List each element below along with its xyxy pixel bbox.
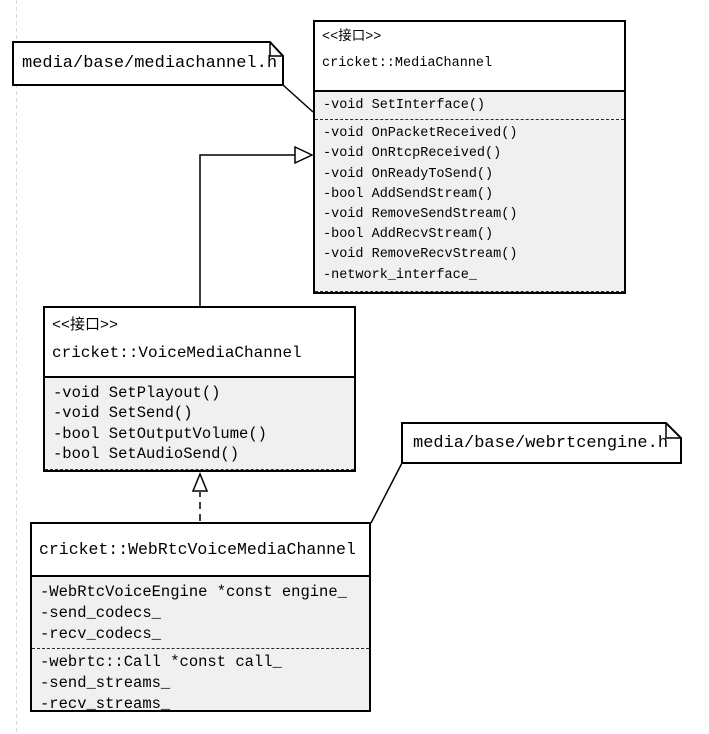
member-row: -void OnPacketReceived() — [323, 126, 518, 142]
note-label-webrtcengine-h: media/base/webrtcengine.h — [413, 433, 669, 453]
members-section: -WebRtcVoiceEngine *const engine_ -send_c… — [32, 577, 369, 648]
stereotype-label: <<接口>> — [52, 317, 119, 334]
class-header: <<接口>> cricket::MediaChannel — [315, 22, 624, 90]
note-fold-icon — [269, 42, 283, 57]
member-row: -webrtc::Call *const call_ — [40, 653, 282, 672]
generalization-arrowhead-icon — [294, 145, 314, 165]
member-row: -void RemoveRecvStream() — [323, 247, 518, 263]
note-shape-mediachannel[interactable] — [12, 41, 284, 86]
member-row: -void SetSend() — [53, 404, 193, 423]
class-name-label: cricket::MediaChannel — [322, 56, 493, 71]
note-label-mediachannel-h: media/base/mediachannel.h — [22, 54, 278, 73]
class-members: -void SetPlayout()-void SetSend()-bool S… — [45, 376, 354, 470]
member-row: -recv_streams_ — [40, 694, 171, 713]
member-row: -void OnReadyToSend() — [323, 166, 494, 182]
member-row: -send_codecs_ — [40, 603, 161, 622]
realization-arrowhead-icon — [191, 472, 209, 492]
members-section: -void SetInterface() — [315, 92, 624, 119]
class-box-webrtcvoicemediachannel[interactable]: cricket::WebRtcVoiceMediaChannel -WebRtc… — [30, 522, 371, 713]
note-connector-webrtcengine — [370, 462, 403, 524]
stereotype-label: <<接口>> — [322, 30, 382, 45]
member-row: -network_interface_ — [323, 267, 477, 283]
note-fold-icon — [665, 423, 681, 439]
member-row: -send_streams_ — [40, 674, 171, 693]
members-section: -void OnPacketReceived() -void OnRtcpRece… — [315, 119, 624, 289]
member-row: -void SetInterface() — [323, 98, 486, 113]
class-box-mediachannel[interactable]: <<接口>> cricket::MediaChannel -void SetIn… — [313, 20, 626, 294]
member-row: -void OnRtcpReceived() — [323, 146, 502, 162]
class-box-voicemediachannel[interactable]: <<接口>> cricket::VoiceMediaChannel -void … — [43, 306, 356, 472]
member-row: -void RemoveSendStream() — [323, 207, 518, 223]
member-row: -bool SetOutputVolume() — [53, 424, 267, 443]
class-name-label: cricket::VoiceMediaChannel — [52, 344, 302, 362]
member-row: -bool SetAudioSend() — [53, 444, 240, 463]
class-header: <<接口>> cricket::VoiceMediaChannel — [45, 308, 354, 376]
class-name-label: cricket::WebRtcVoiceMediaChannel — [39, 540, 356, 559]
class-header: cricket::WebRtcVoiceMediaChannel — [32, 524, 369, 575]
members-section: -void SetPlayout()-void SetSend()-bool S… — [45, 378, 354, 467]
member-row: -recv_codecs_ — [40, 624, 161, 643]
note-connector-mediachannel — [282, 84, 314, 113]
note-shape-webrtcengine[interactable] — [401, 422, 682, 464]
member-row: -bool AddSendStream() — [323, 186, 494, 202]
member-row: -WebRtcVoiceEngine *const engine_ — [40, 583, 347, 601]
member-row: -bool AddRecvStream() — [323, 227, 494, 243]
class-members: -WebRtcVoiceEngine *const engine_ -send_c… — [32, 575, 369, 713]
member-row: -void SetPlayout() — [53, 384, 221, 402]
class-members: -void SetInterface() -void OnPacketRecei… — [315, 90, 624, 292]
members-section: -webrtc::Call *const call_-send_streams_… — [32, 648, 369, 718]
generalization-line — [199, 154, 295, 306]
